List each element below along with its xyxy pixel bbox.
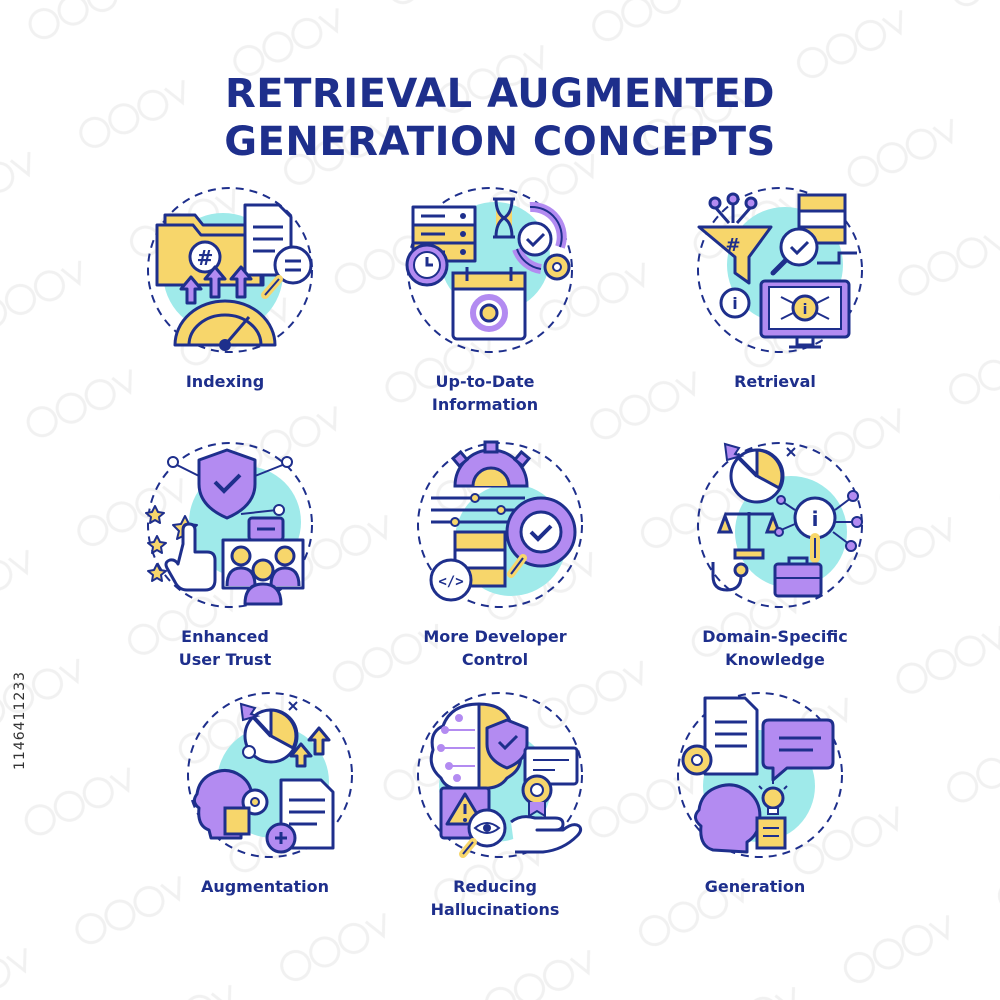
concept-label-line2: User Trust [178,650,272,669]
concept-user-trust: Enhanced User Trust [105,440,345,690]
concept-label-line2: Knowledge [725,650,825,669]
generation-icon [677,692,843,858]
up-to-date-information-icon [405,187,573,353]
concept-label: Enhanced User Trust [105,625,345,671]
concept-label-line1: Indexing [185,372,265,391]
svg-text:</>: </> [438,574,463,590]
concept-label-line1: More Developer [423,627,567,646]
concept-augmentation: Augmentation [145,690,385,940]
concept-label-line1: Retrieval [734,372,816,391]
concept-retrieval: # i i Retrieval [655,185,895,435]
concept-label-line2: Control [461,650,529,669]
svg-text:#: # [197,246,214,270]
concept-label-line2: Information [431,395,539,414]
concept-label-line2: Hallucinations [430,900,560,919]
domain-knowledge-icon: i [697,442,863,608]
augmentation-icon [187,692,353,858]
concept-label: Augmentation [145,875,385,898]
svg-text:i: i [732,294,737,313]
concept-label: Generation [635,875,875,898]
concept-developer-control: </> More Developer Control [375,440,615,690]
title-line-1: RETRIEVAL AUGMENTED [225,71,775,117]
concept-label: Reducing Hallucinations [375,875,615,921]
concept-label: Domain-Specific Knowledge [655,625,895,671]
stock-id: 1146411233 [12,670,28,770]
indexing-icon: # [147,187,313,353]
concept-label: Indexing [105,370,345,393]
svg-text:i: i [803,302,808,318]
concept-label-line1: Enhanced [181,627,269,646]
concept-label-line1: Augmentation [200,877,330,896]
svg-text:i: i [812,507,819,531]
concept-label-line1: Domain-Specific [702,627,848,646]
concept-domain-knowledge: i Domain-Specific Knowledge [655,440,895,690]
developer-control-icon: </> [417,440,583,608]
concept-label-line1: Reducing [453,877,537,896]
concept-indexing: # Indexing [105,185,345,435]
concept-up-to-date: Up-to-Date Information [365,185,605,435]
concept-label-line1: Up-to-Date [435,372,535,391]
svg-text:#: # [725,235,740,256]
concept-generation: Generation [635,690,875,940]
concept-label-line1: Generation [704,877,806,896]
retrieval-icon: # i i [697,187,863,353]
enhanced-user-trust-icon [145,442,313,608]
concept-label: Retrieval [655,370,895,393]
page-title: RETRIEVAL AUGMENTED GENERATION CONCEPTS [0,70,1000,166]
concept-label: More Developer Control [375,625,615,671]
reducing-hallucinations-icon [417,692,583,858]
concept-reducing-hallucinations: Reducing Hallucinations [375,690,615,940]
concept-label: Up-to-Date Information [365,370,605,416]
title-line-2: GENERATION CONCEPTS [224,119,776,165]
